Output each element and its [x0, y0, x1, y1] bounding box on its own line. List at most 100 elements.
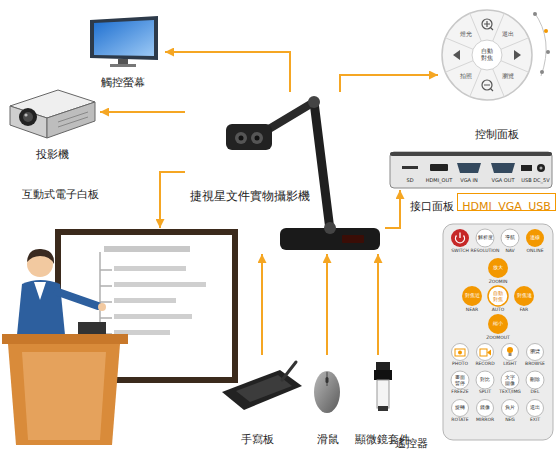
document-camera	[226, 124, 272, 150]
connector-arrow	[165, 52, 290, 92]
button-label: SWITCH	[451, 249, 469, 254]
device-node: 顯微鏡套件	[350, 355, 415, 445]
button-label: FREEZE	[451, 390, 468, 395]
button-label: RESOLUTION	[471, 249, 500, 254]
control-panel-icon	[546, 50, 550, 54]
drawing-tablet-icon	[222, 362, 302, 410]
document-camera	[308, 96, 320, 108]
button-label: 自動對焦	[493, 291, 503, 302]
device-label: HDMI VGA USB	[462, 200, 551, 213]
remote-control-icon	[443, 224, 553, 440]
interface-panel-icon	[540, 167, 543, 170]
document-camera	[255, 136, 260, 141]
remote-control-icon	[452, 344, 469, 361]
device-node: 手寫板	[215, 355, 300, 445]
remote-control-icon	[451, 229, 469, 247]
remote-control-icon	[452, 400, 469, 417]
lectern	[8, 344, 120, 445]
document-camera	[314, 102, 330, 230]
button-label: ROTATE	[451, 418, 468, 423]
control-panel-icon	[544, 29, 548, 33]
button-label: 鏡像	[480, 405, 490, 411]
button-label: 解析度	[478, 236, 493, 241]
device-node: 接口面板	[385, 148, 553, 190]
device-label: 互動式電子白板	[22, 188, 99, 201]
control-panel-icon	[482, 80, 492, 90]
remote-control-icon	[458, 351, 462, 355]
button-label: TEXT/IMG	[499, 390, 521, 395]
device-label: 手寫板	[241, 433, 274, 446]
document-camera	[251, 132, 263, 144]
button-label: ZOOMOUT	[486, 336, 510, 341]
control-panel-icon	[442, 10, 550, 100]
button-label: USB	[521, 178, 531, 184]
microscope-kit-icon	[378, 406, 388, 411]
interface-panel-icon	[430, 164, 448, 171]
device-label: 觸控螢幕	[101, 76, 145, 89]
button-label: 對焦遠	[517, 294, 532, 299]
whiteboard-illustration	[114, 314, 192, 319]
mouse-icon	[327, 372, 328, 386]
remote-control-icon	[501, 229, 519, 247]
remote-control-icon	[488, 258, 508, 278]
teacher-figure	[16, 249, 106, 345]
microscope-kit-icon	[374, 362, 392, 411]
connector-arrow	[377, 254, 379, 355]
connector-arrow	[340, 75, 438, 92]
interface-panel-icon	[390, 152, 552, 156]
interface-panel-icon	[491, 163, 515, 173]
remote-control-icon	[509, 353, 512, 356]
teacher-figure	[98, 303, 106, 311]
connector-arrow	[261, 254, 263, 355]
device-node: 遙控器	[440, 222, 555, 447]
device-label: 捷視星文件實物攝影機	[190, 189, 310, 203]
remote-control-icon	[527, 400, 544, 417]
button-label: VGA OUT	[492, 178, 515, 184]
interface-panel-icon	[390, 152, 552, 188]
button-label: 旋轉	[455, 405, 465, 411]
interface-panel-icon	[457, 163, 481, 173]
button-label: BROWSE	[525, 362, 545, 367]
whiteboard-illustration	[114, 266, 186, 271]
remote-control-icon	[443, 224, 553, 440]
remote-control-icon	[488, 286, 508, 306]
interface-panel-icon	[390, 152, 552, 188]
button-label: 負片	[505, 405, 515, 411]
button-label: 連線	[530, 235, 540, 241]
connector-arrow	[326, 254, 328, 355]
remote-control-icon	[526, 371, 544, 389]
button-label: 刪除	[530, 377, 540, 383]
button-label: 對比	[480, 377, 490, 383]
device-label: 投影機	[36, 148, 69, 161]
button-label: MIRROR	[476, 418, 494, 423]
mouse-icon	[314, 371, 340, 413]
projector-icon	[19, 108, 37, 126]
device-label: 控制面板	[475, 128, 519, 141]
lectern	[2, 334, 128, 344]
button-label: RECORD	[475, 362, 494, 367]
control-panel-icon	[533, 12, 537, 16]
teacher-figure	[58, 292, 98, 306]
mouse-icon	[326, 377, 329, 383]
projector-icon	[10, 90, 95, 138]
remote-control-icon	[476, 229, 494, 247]
remote-control-icon	[502, 344, 519, 361]
button-label: DC_5V	[533, 178, 549, 184]
device-node: 觸控螢幕	[80, 15, 165, 90]
whiteboard-illustration	[114, 282, 206, 287]
remote-control-icon	[526, 229, 544, 247]
control-panel-icon	[453, 50, 460, 60]
remote-control-icon	[527, 344, 544, 361]
touch-screen-icon	[90, 16, 158, 60]
projector-icon	[58, 112, 88, 122]
button-label: 瀏覽	[530, 349, 540, 355]
remote-control-icon	[487, 350, 491, 356]
projector-icon	[47, 102, 95, 138]
device-node: 控制面板	[438, 5, 555, 140]
button-label: DEL	[531, 390, 540, 395]
button-label: SPLIT	[479, 390, 491, 395]
projector-icon	[58, 117, 88, 127]
control-panel-icon	[472, 40, 502, 70]
button-label: 退出	[502, 31, 514, 38]
teacher-figure	[27, 249, 54, 264]
